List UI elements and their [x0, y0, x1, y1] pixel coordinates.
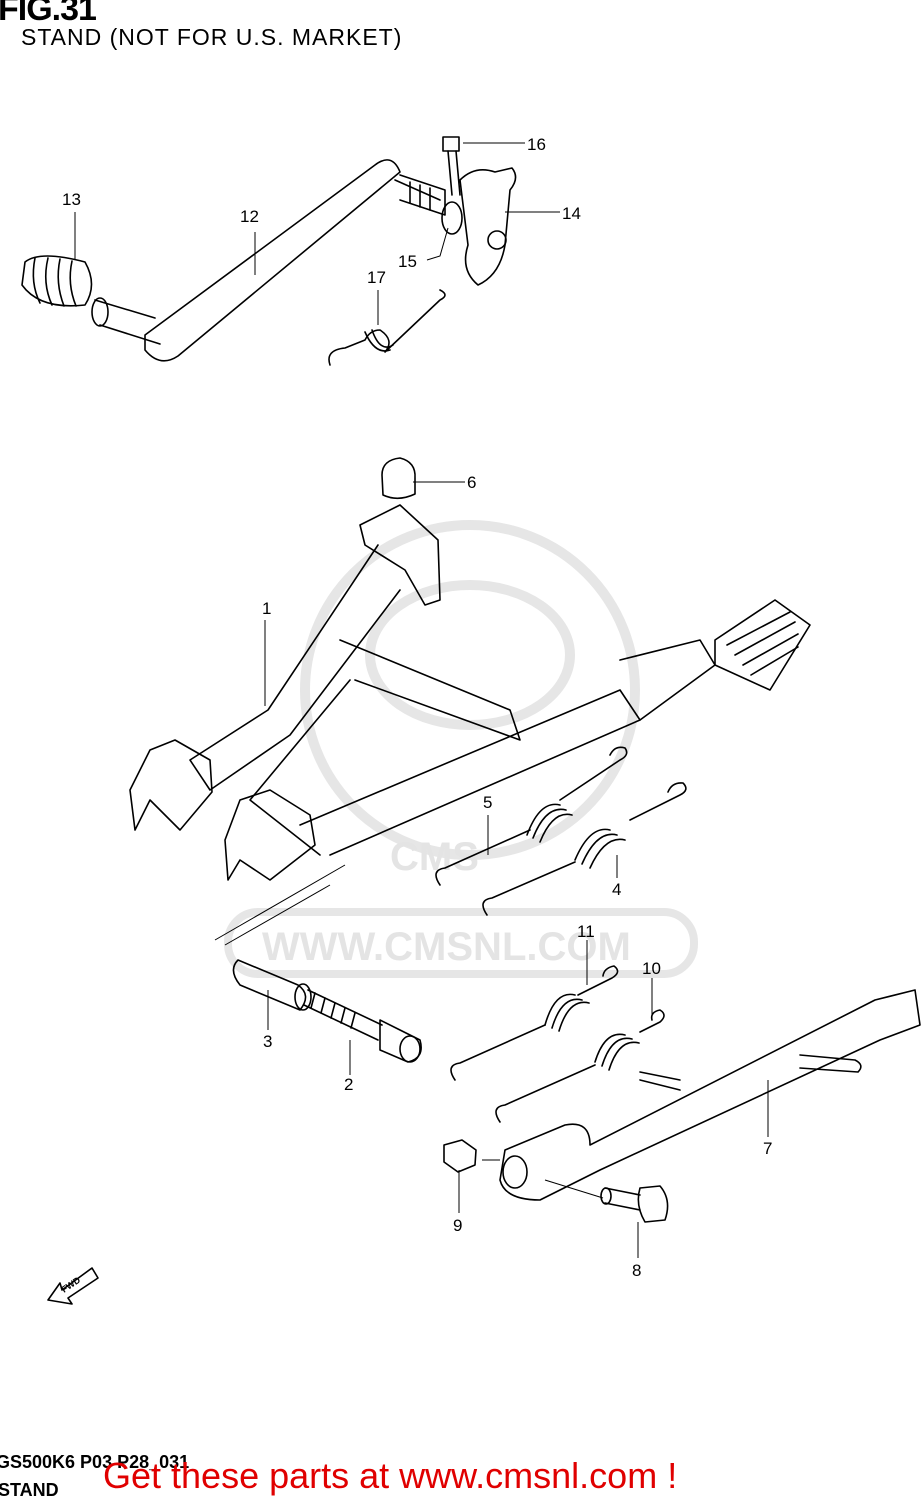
watermark-logo-text: CMS — [390, 835, 479, 879]
figure-subtitle: STAND (NOT FOR U.S. MARKET) — [21, 24, 403, 50]
part-label-9: 9 — [453, 1216, 462, 1235]
footrest-rubber — [21, 255, 93, 307]
part-label-7: 7 — [763, 1139, 772, 1158]
watermark-text: WWW.CMSNL.COM — [262, 925, 631, 969]
part-label-8: 8 — [632, 1261, 641, 1280]
kick-lever-arm — [91, 159, 446, 362]
part-label-5: 5 — [483, 793, 492, 812]
part-number-labels: 1 2 3 4 5 6 7 8 9 10 11 12 13 14 15 16 1… — [62, 135, 772, 1280]
promo-link[interactable]: Get these parts at www.cmsnl.com ! — [103, 1455, 678, 1496]
side-stand — [499, 989, 921, 1201]
section-name: STAND — [0, 1480, 59, 1500]
clamp-bolt — [442, 136, 461, 196]
part-label-12: 12 — [240, 207, 259, 226]
part-label-3: 3 — [263, 1032, 272, 1051]
stopper-rubber — [381, 457, 416, 500]
forward-arrow-icon: FWD — [47, 1267, 99, 1305]
side-stand-spring-inner — [495, 1009, 665, 1123]
part-label-16: 16 — [527, 135, 546, 154]
part-label-4: 4 — [612, 880, 621, 899]
figure-title: FIG.31 — [0, 0, 97, 28]
leader-lines — [74, 142, 769, 1258]
part-label-11: 11 — [577, 922, 595, 941]
center-stand-spring-outer — [435, 746, 628, 886]
washer — [441, 201, 463, 235]
part-label-6: 6 — [467, 473, 476, 492]
part-label-10: 10 — [642, 959, 661, 978]
pivot-nut — [443, 1139, 477, 1173]
center-stand — [129, 504, 811, 946]
model-code: GS500K6 P03 P28_031 — [0, 1452, 190, 1472]
part-label-13: 13 — [62, 190, 81, 209]
part-label-14: 14 — [562, 204, 581, 223]
side-stand-bolt — [600, 1185, 669, 1223]
part-label-2: 2 — [344, 1075, 353, 1094]
part-label-1: 1 — [262, 599, 271, 618]
part-label-15: 15 — [398, 252, 417, 271]
side-stand-spring-outer — [450, 965, 619, 1081]
watermark-logo: CMS WWW.CMSNL.COM — [224, 520, 698, 978]
part-label-17: 17 — [367, 268, 386, 287]
center-stand-spring-inner — [482, 782, 687, 916]
return-spring-small — [328, 289, 446, 366]
kick-cam-lever — [459, 167, 517, 286]
pivot-bolt — [303, 989, 422, 1063]
pivot-collar — [232, 959, 312, 1011]
